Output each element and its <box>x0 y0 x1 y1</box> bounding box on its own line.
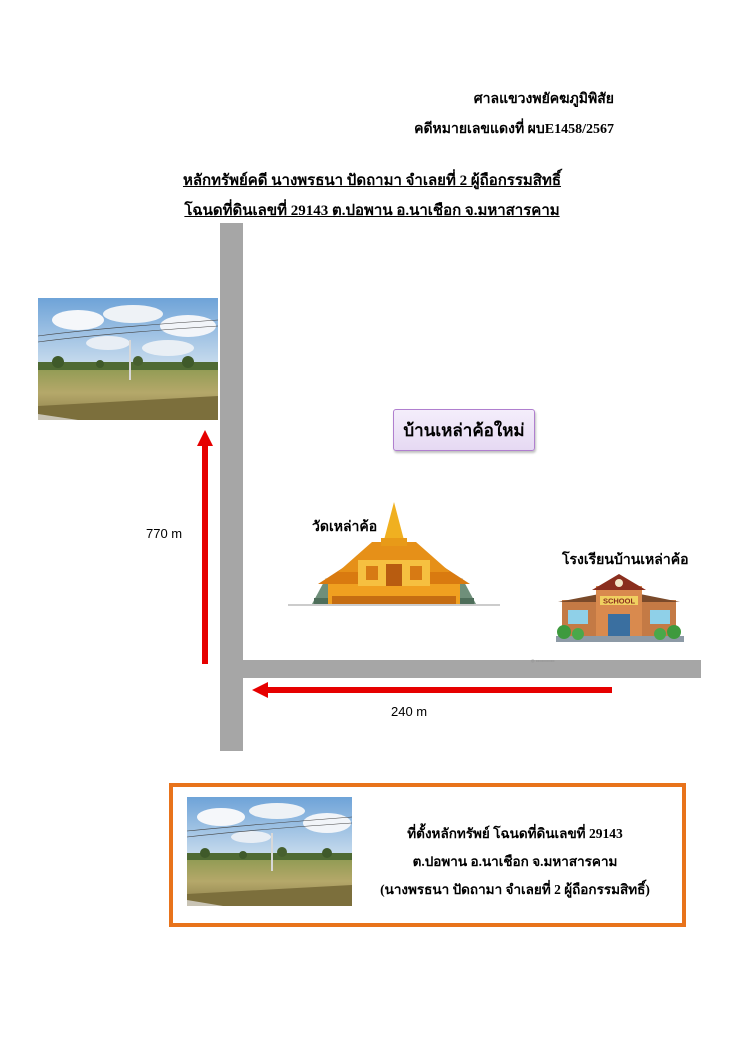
vertical-road <box>220 223 243 751</box>
village-label: บ้านเหล่าค้อใหม่ <box>393 409 535 451</box>
arrow-left-240m <box>252 682 612 698</box>
info-line-3: (นางพรธนา ปัดถามา จำเลยที่ 2 ผู้ถือกรรมส… <box>380 882 650 897</box>
school-label: โรงเรียนบ้านเหล่าค้อ <box>562 553 689 568</box>
horizontal-road <box>243 660 701 678</box>
court-name: ศาลแขวงพยัคฆภูมิพิสัย <box>473 92 614 107</box>
school-sign-text: SCHOOL <box>603 597 636 606</box>
title-line-1: หลักทรัพย์คดี นางพรธนา ปัดถามา จำเลยที่ … <box>182 173 562 189</box>
arrow-up-770m <box>197 430 213 664</box>
watermark: ◎ ▭▭▭▭▭ <box>531 658 555 663</box>
location-info-text: ที่ตั้งหลักทรัพย์ โฉนดที่ดินเลขที่ 29143… <box>355 820 675 904</box>
location-info-box <box>169 783 686 927</box>
land-photo-top <box>38 298 218 420</box>
land-photo-bottom <box>187 797 352 906</box>
title-line-2: โฉนดที่ดินเลขที่ 29143 ต.ปอพาน อ.นาเชือก… <box>184 203 560 219</box>
info-line-1: ที่ตั้งหลักทรัพย์ โฉนดที่ดินเลขที่ 29143 <box>407 826 623 841</box>
school-icon: SCHOOL <box>556 574 684 642</box>
case-number: คดีหมายเลขแดงที่ ผบE1458/2567 <box>414 122 614 137</box>
info-line-2: ต.ปอพาน อ.นาเชือก จ.มหาสารคาม <box>412 854 618 869</box>
distance-label-vertical: 770 m <box>146 526 183 541</box>
distance-label-horizontal: 240 m <box>391 704 428 719</box>
temple-label: วัดเหล่าค้อ <box>312 520 378 535</box>
temple-icon <box>288 502 500 606</box>
